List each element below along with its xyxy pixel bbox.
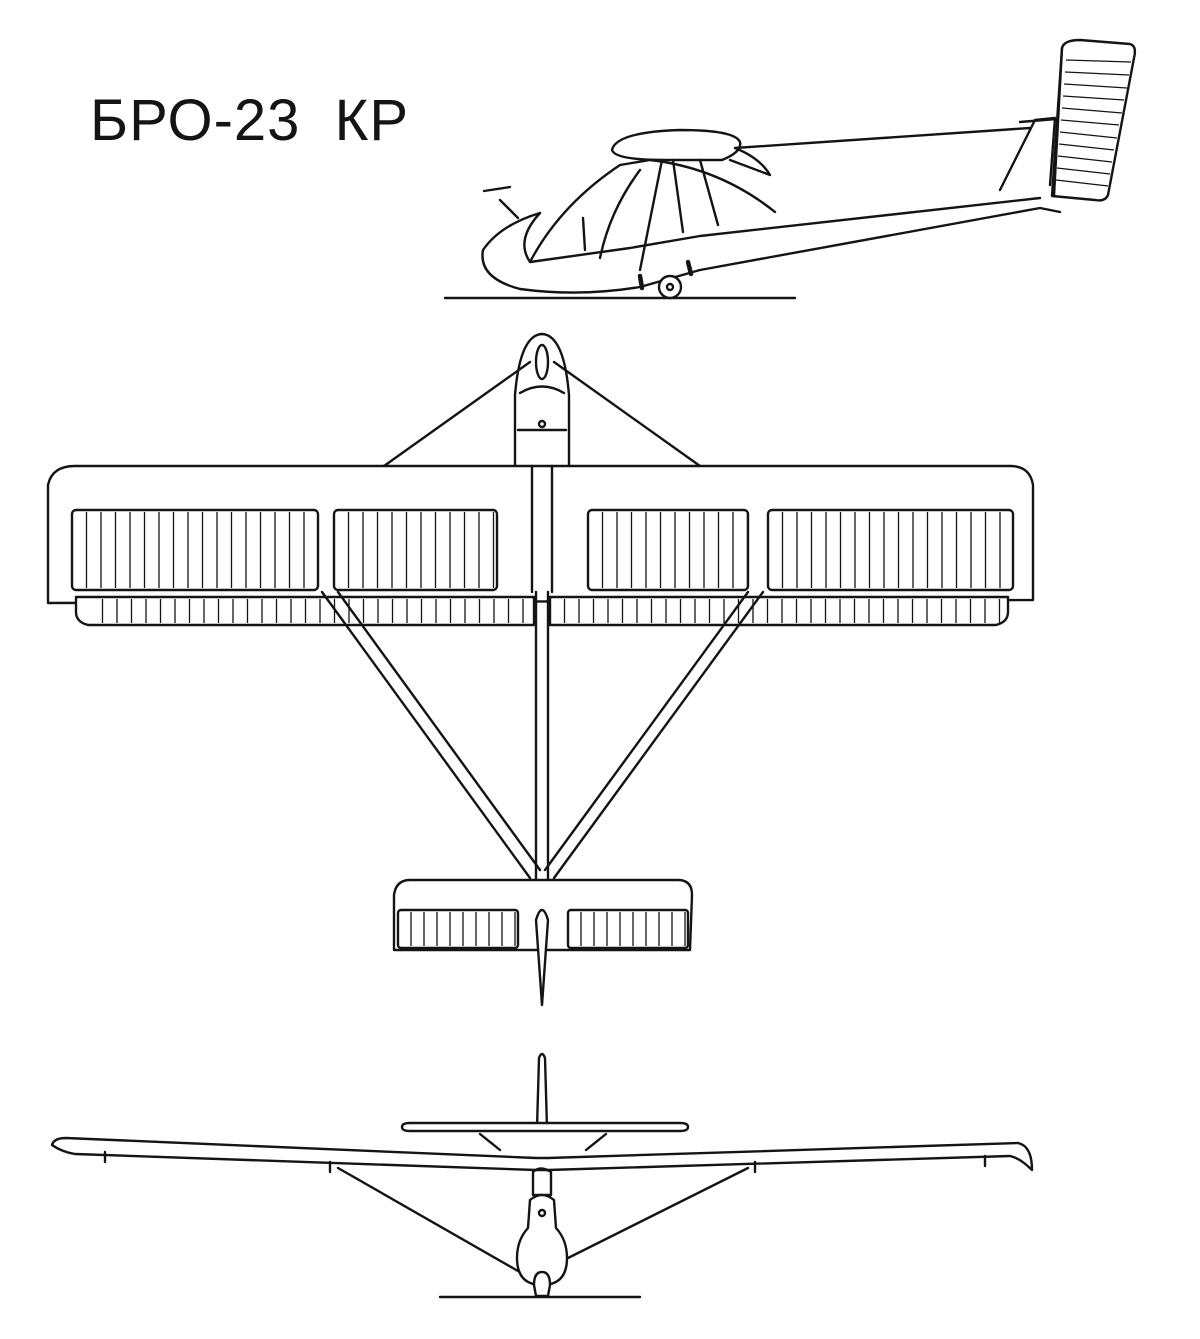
front-view — [50, 1052, 1034, 1299]
fuselage-front — [515, 1193, 569, 1287]
wing-front — [50, 1136, 1034, 1172]
bracing-wire-left — [382, 360, 532, 468]
wing-strut-side — [638, 158, 664, 272]
rudder-side — [1050, 38, 1137, 202]
strut-front-left — [336, 1166, 527, 1277]
side-view — [443, 38, 1137, 300]
cockpit-top — [513, 332, 571, 469]
strut-right — [552, 590, 765, 880]
drawing-title: БРО-23 КР — [90, 88, 410, 153]
control-stick — [482, 185, 520, 220]
strut-front-right — [558, 1166, 750, 1264]
wing-side — [610, 128, 742, 162]
fin-front — [535, 1052, 549, 1130]
strut-left — [320, 590, 532, 880]
top-view — [46, 332, 1035, 1007]
bracing-wire-right — [552, 360, 702, 468]
main-wing-top — [46, 464, 1035, 605]
skid-front — [532, 1270, 552, 1298]
rudder-top — [534, 908, 550, 1007]
stabilizer-front — [400, 1121, 690, 1133]
main-wheel — [657, 274, 683, 300]
fuselage-side — [481, 206, 1062, 294]
canopy-frame — [528, 158, 777, 264]
